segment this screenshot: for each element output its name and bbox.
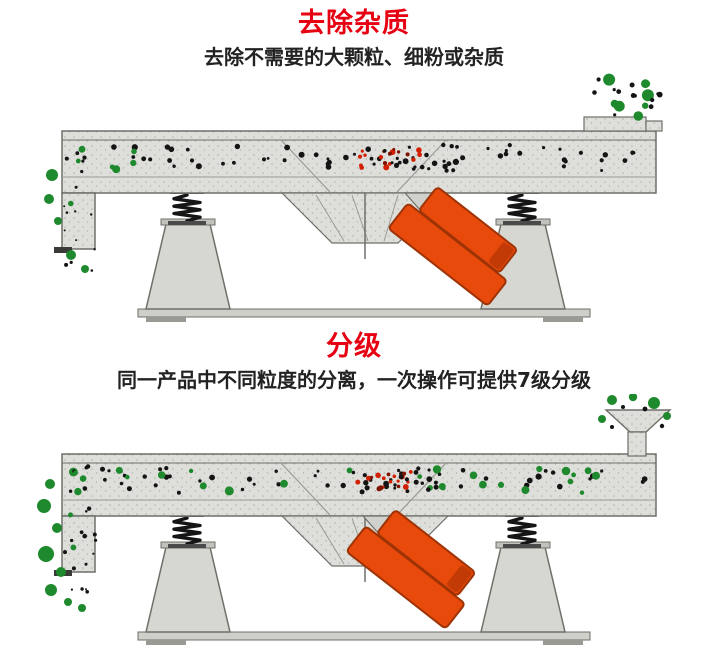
feed-funnel bbox=[604, 409, 672, 457]
left-discharge-chute bbox=[54, 192, 96, 254]
vibration-motor bbox=[388, 187, 517, 306]
machine-base bbox=[137, 308, 591, 323]
feed-box bbox=[583, 116, 663, 132]
section-classification: 分级 同一产品中不同粒度的分离，一次操作可提供7级分级 bbox=[0, 323, 708, 646]
screen-deck bbox=[61, 453, 657, 517]
section-subtitle-classification: 同一产品中不同粒度的分离，一次操作可提供7级分级 bbox=[117, 368, 591, 393]
section-title-classification: 分级 bbox=[326, 331, 382, 363]
left-discharge-chute bbox=[54, 515, 96, 577]
vibration-motor bbox=[346, 510, 475, 629]
support-leg-left bbox=[145, 218, 231, 310]
vibrating-screen-diagram-classification bbox=[37, 394, 672, 646]
particles bbox=[37, 394, 671, 613]
section-remove-impurities: 去除杂质 去除不需要的大颗粒、细粉或杂质 bbox=[0, 0, 708, 323]
support-leg-right bbox=[480, 541, 566, 633]
particles bbox=[44, 73, 663, 274]
machine-base bbox=[137, 631, 591, 646]
section-title-remove-impurities: 去除杂质 bbox=[298, 8, 410, 39]
section-subtitle-remove-impurities: 去除不需要的大颗粒、细粉或杂质 bbox=[204, 45, 504, 70]
vibrating-screen-diagram-impurity-removal bbox=[44, 73, 663, 323]
support-leg-left bbox=[145, 541, 231, 633]
